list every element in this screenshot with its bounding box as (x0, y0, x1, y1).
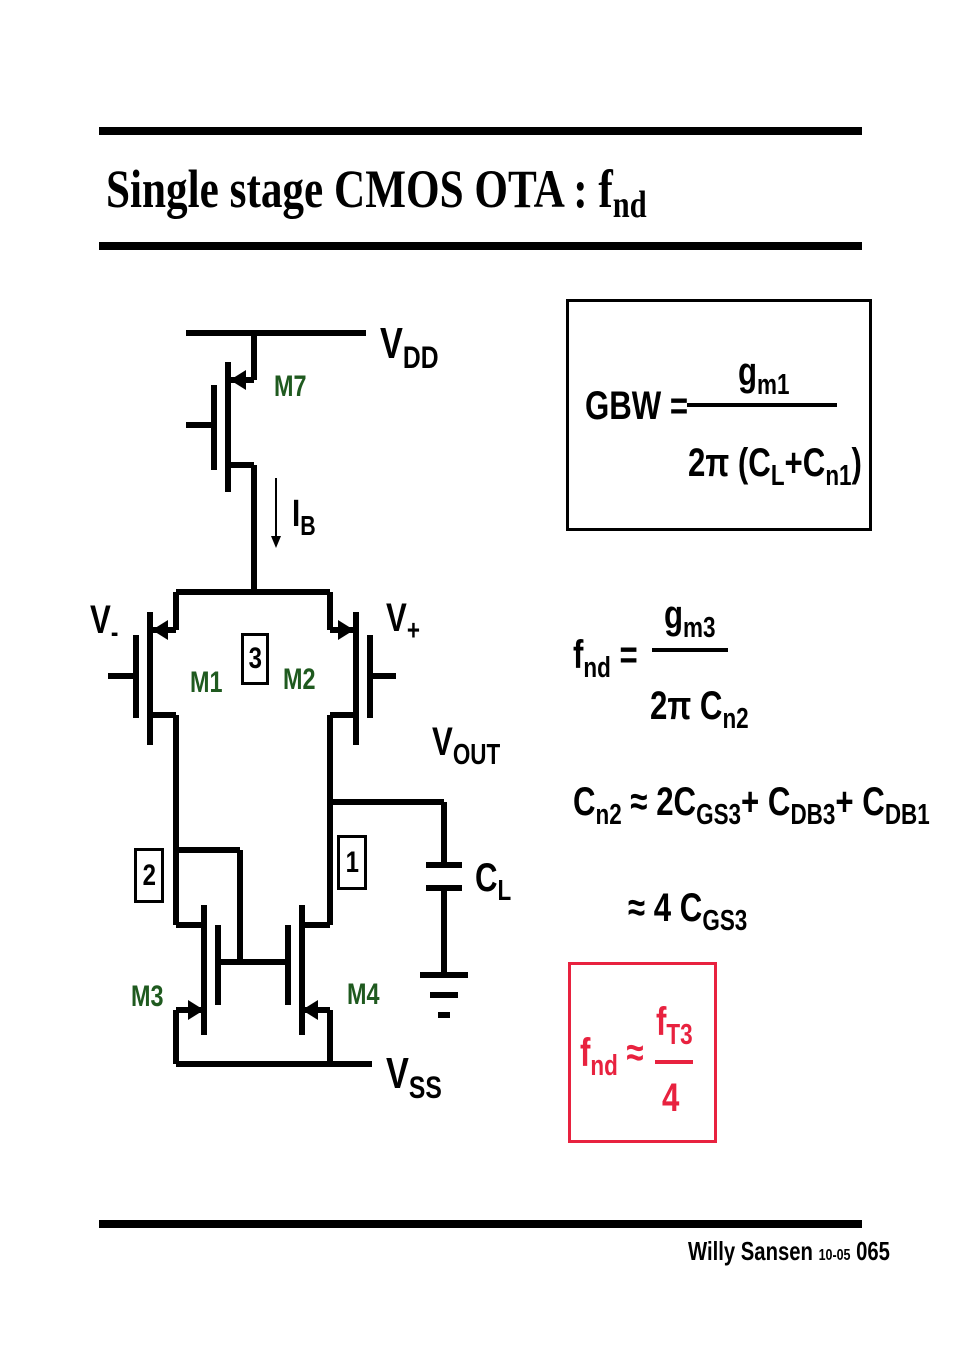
footer-credit: Willy Sansen 10-05 065 (688, 1236, 890, 1266)
cn2-approx: ≈ 4 CGS3 (628, 886, 748, 938)
fnd-denominator: 2π Cn2 (650, 684, 749, 736)
footer-rule (99, 1220, 862, 1228)
vout-label: VOUT (432, 720, 501, 772)
m3-label: M3 (131, 980, 164, 1013)
result-denominator: 4 (662, 1076, 680, 1120)
m4-label: M4 (347, 978, 380, 1011)
vss-label: VSS (386, 1049, 442, 1106)
fnd-lhs: fnd = (573, 633, 638, 685)
title-rule (99, 242, 862, 250)
vdd-label: VDD (380, 319, 439, 376)
gbw-fraction-bar (687, 403, 837, 407)
m1-label: M1 (190, 666, 223, 699)
gbw-lhs: GBW = (585, 384, 689, 428)
result-numerator: fT3 (656, 1000, 693, 1052)
node-3-box: 3 (241, 633, 269, 685)
top-rule (99, 127, 862, 135)
gbw-equation-box (566, 299, 872, 531)
ib-label: IB (292, 493, 316, 541)
cn2-equation: Cn2 ≈ 2CGS3+ CDB3+ CDB1 (573, 780, 930, 832)
gbw-numerator: gm1 (738, 350, 790, 402)
result-box (568, 962, 717, 1143)
fnd-fraction-bar (652, 648, 728, 652)
m2-label: M2 (283, 663, 316, 696)
vplus-label: V+ (386, 596, 420, 648)
fnd-numerator: gm3 (664, 593, 716, 645)
node-2-box: 2 (134, 848, 164, 903)
m7-label: M7 (274, 370, 307, 403)
node-1-box: 1 (337, 835, 367, 890)
result-lhs: fnd ≈ (580, 1031, 644, 1083)
vminus-label: V- (90, 598, 119, 650)
slide-title: Single stage CMOS OTA : fnd (106, 159, 647, 226)
cl-label: CL (475, 856, 512, 908)
gbw-denominator: 2π (CL+Cn1) (688, 441, 862, 493)
result-fraction-bar (655, 1060, 693, 1064)
